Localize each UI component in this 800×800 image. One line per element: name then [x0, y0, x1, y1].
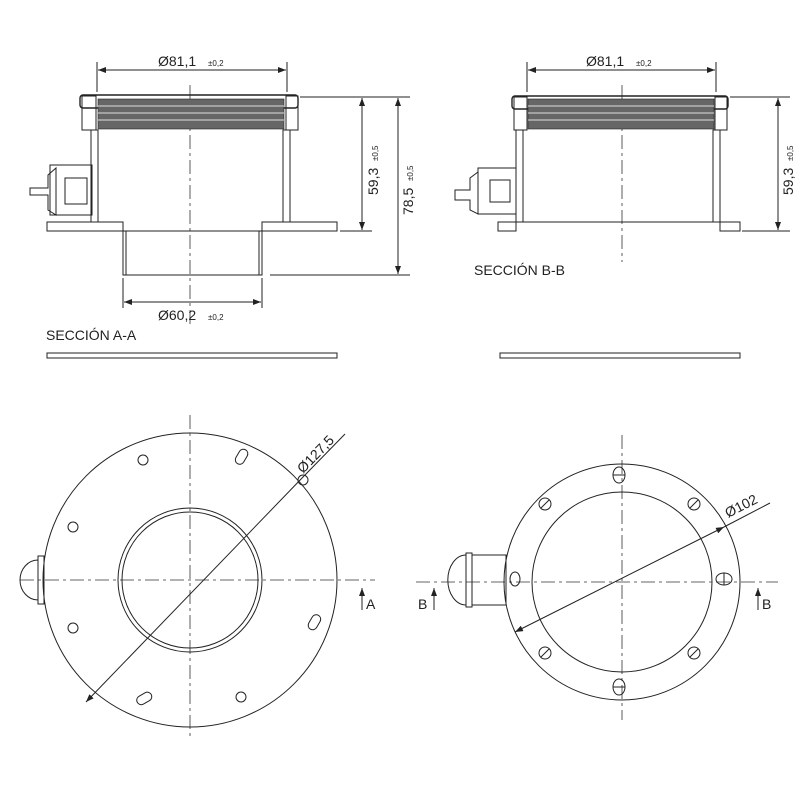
flange-diameter-label: Ø102	[722, 491, 760, 521]
section-b-b-view: Ø81,1 ±0,2 59,3 ±0,5 SECCIÓN B-B	[454, 53, 796, 278]
total-height-tolerance: ±0,5	[406, 165, 415, 181]
body-height-label: 59,3	[365, 168, 381, 195]
plan-view-a: Ø127,5 A	[19, 415, 376, 740]
total-height-label: 78,5	[400, 188, 416, 215]
cut-marker-a: A	[366, 596, 376, 612]
side-connector-plan	[447, 552, 507, 608]
section-a-title: SECCIÓN A-A	[46, 327, 137, 343]
cut-marker-b-right: B	[762, 596, 771, 612]
plate-side-view	[46, 352, 338, 359]
body-height-tolerance: ±0,5	[786, 145, 795, 161]
top-diameter-tolerance: ±0,2	[636, 59, 652, 68]
flange-diameter-label: Ø127,5	[294, 432, 338, 476]
bottom-diameter-label: Ø60,2	[158, 307, 196, 323]
section-b-title: SECCIÓN B-B	[474, 262, 565, 278]
section-a-a-view: Ø81,1 ±0,2 59,3 ±0,5 78,5 ±0,5 Ø60,2 ±0,…	[29, 53, 416, 343]
body-height-label: 59,3	[780, 168, 796, 195]
side-connector	[29, 164, 93, 216]
body-height-tolerance: ±0,5	[371, 145, 380, 161]
outer-flange-circle	[42, 432, 338, 728]
cut-marker-b-left: B	[418, 596, 427, 612]
plan-view-b: Ø102 B B	[416, 435, 778, 720]
side-connector-plan	[19, 555, 45, 605]
top-diameter-label: Ø81,1	[586, 53, 624, 69]
top-diameter-tolerance: ±0,2	[208, 59, 224, 68]
plate-side-view	[499, 352, 741, 359]
top-diameter-label: Ø81,1	[158, 53, 196, 69]
side-connector	[454, 167, 517, 215]
bottom-diameter-tolerance: ±0,2	[208, 313, 224, 322]
gasket	[97, 98, 285, 130]
outer-flange-circle	[503, 463, 741, 701]
